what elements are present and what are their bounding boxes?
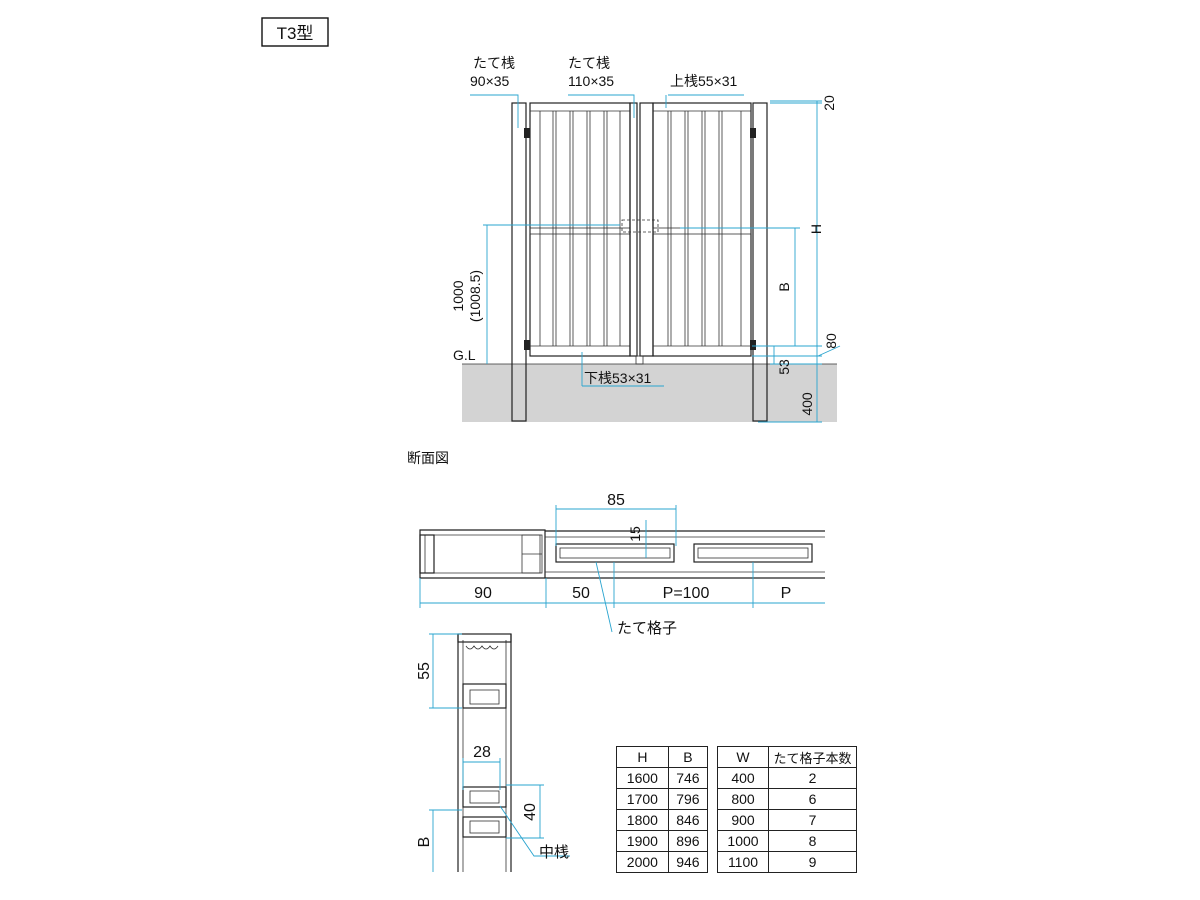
dim-400: 400 xyxy=(799,392,815,416)
hb-cell: 846 xyxy=(667,809,709,831)
w-cell: 9 xyxy=(768,851,857,873)
label-lattice: たて格子 xyxy=(617,620,677,637)
dim-b: B xyxy=(776,282,792,291)
hb-cell: 1800 xyxy=(616,809,669,831)
w-cell: 7 xyxy=(768,809,857,831)
dim-b-section: B xyxy=(416,837,433,848)
w-cell: 900 xyxy=(717,809,769,831)
label-stile-110: たて桟 xyxy=(568,55,610,71)
right-post xyxy=(752,102,768,422)
dim-28: 28 xyxy=(473,744,491,761)
label-bottom-rail: 下桟53×31 xyxy=(584,370,652,386)
center-stile-left xyxy=(629,102,638,357)
w-cell: 400 xyxy=(717,767,769,789)
dim-20: 20 xyxy=(821,95,837,111)
w-cell: 8 xyxy=(768,830,857,852)
hb-header-b: B xyxy=(667,746,709,768)
w-cell: 2 xyxy=(768,767,857,789)
hb-cell: 1600 xyxy=(616,767,669,789)
dim-53: 53 xyxy=(776,359,792,375)
dim-15: 15 xyxy=(627,526,643,542)
hb-cell: 946 xyxy=(667,851,709,873)
type-badge: T3型 xyxy=(277,24,314,43)
w-cell: 1100 xyxy=(717,851,769,873)
section-title: 断面図 xyxy=(407,450,449,466)
label-stile-90-size: 90×35 xyxy=(470,73,510,89)
label-top-rail: 上桟55×31 xyxy=(670,73,738,89)
left-leaf-frame xyxy=(529,102,631,357)
horizontal-section xyxy=(419,505,825,633)
gate-elevation xyxy=(462,94,841,423)
dim-height-1000: 1000 xyxy=(450,280,466,311)
label-stile-110-size: 110×35 xyxy=(568,73,614,89)
hinge-top-right xyxy=(750,128,756,138)
drop-rod xyxy=(635,355,644,365)
type-badge-box xyxy=(261,17,329,47)
latch-outline xyxy=(621,219,659,233)
w-cell: 800 xyxy=(717,788,769,810)
w-cell: 6 xyxy=(768,788,857,810)
w-header-w: W xyxy=(717,746,769,768)
hb-cell: 896 xyxy=(667,830,709,852)
dim-80: 80 xyxy=(823,333,839,349)
dim-85: 85 xyxy=(607,492,625,509)
w-cell: 1000 xyxy=(717,830,769,852)
w-header-count: たて格子本数 xyxy=(768,746,857,768)
hb-cell: 746 xyxy=(667,767,709,789)
dim-p: P xyxy=(781,585,792,602)
dim-pitch: P=100 xyxy=(663,585,710,602)
dim-90: 90 xyxy=(474,585,492,602)
dim-h: H xyxy=(808,224,824,234)
dim-40: 40 xyxy=(522,803,539,821)
dim-55: 55 xyxy=(416,662,433,680)
hb-cell: 1900 xyxy=(616,830,669,852)
left-post xyxy=(511,102,527,422)
ground-area xyxy=(462,364,837,422)
right-leaf-slats xyxy=(667,111,723,346)
hinge-bottom-right xyxy=(750,340,756,350)
hb-cell: 796 xyxy=(667,788,709,810)
hb-cell: 2000 xyxy=(616,851,669,873)
hb-header-h: H xyxy=(616,746,669,768)
dim-height-1008: (1008.5) xyxy=(467,270,483,322)
vertical-section xyxy=(429,633,570,872)
hb-cell: 1700 xyxy=(616,788,669,810)
center-stile-right xyxy=(639,102,654,357)
label-gl: G.L xyxy=(453,347,476,363)
label-mid-rail: 中桟 xyxy=(539,844,569,861)
dim-50: 50 xyxy=(572,585,590,602)
label-stile-90: たて桟 xyxy=(473,55,515,71)
hinge-top-left xyxy=(524,128,530,138)
hinge-bottom-left xyxy=(524,340,530,350)
left-leaf-slats xyxy=(552,111,608,346)
